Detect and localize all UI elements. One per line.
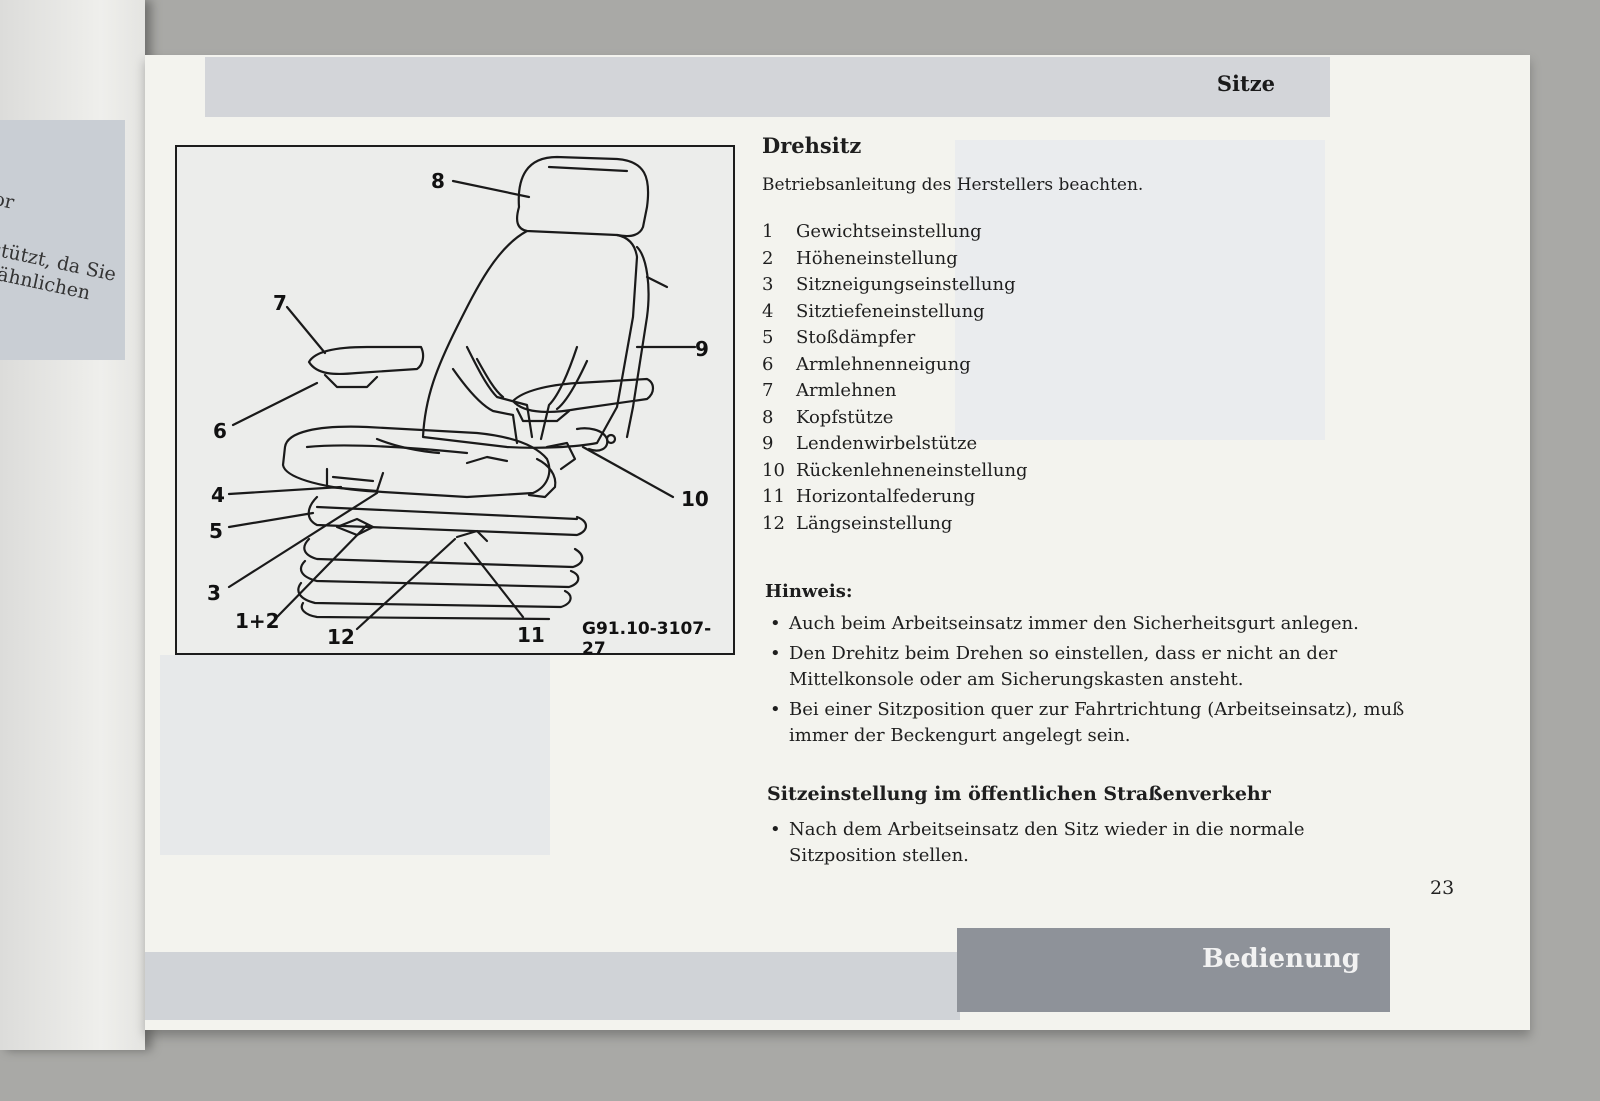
list-item-number: 5 (762, 327, 774, 348)
previous-page-band (0, 120, 125, 360)
list-item: 11 Horizontalfederung (762, 486, 1028, 513)
intro-text: Betriebsanleitung des Herstellers beacht… (762, 175, 1144, 195)
seat-drawing (227, 155, 697, 631)
list-item: 2 Höheneinstellung (762, 248, 1028, 275)
previous-page-edge: or stützt, da Sie lähnlichen (0, 0, 145, 1050)
list-item-label: Sitzneigungseinstellung (796, 274, 1016, 295)
list-item-number: 7 (762, 380, 774, 401)
list-item-number: 10 (762, 459, 785, 481)
callout-10: 10 (681, 487, 709, 511)
list-item-label: Armlehnenneigung (796, 353, 971, 375)
list-item-number: 1 (762, 221, 774, 242)
list-item-label: Horizontalfederung (796, 486, 976, 507)
callout-4: 4 (211, 483, 225, 507)
note-list: Auch beim Arbeitseinsatz immer den Siche… (767, 611, 1417, 753)
show-through-shade (160, 655, 550, 855)
list-item: 12 Längseinstellung (762, 513, 1028, 540)
list-item: 6 Armlehnenneigung (762, 354, 1028, 381)
list-item-label: Armlehnen (796, 380, 897, 401)
sub-note-list: Nach dem Arbeitseinsatz den Sitz wieder … (767, 817, 1417, 869)
component-list: 1 Gewichtseinstellung 2 Höheneinstellung 3… (762, 221, 1028, 539)
page-title: Drehsitz (762, 133, 862, 158)
list-item: 1 Gewichtseinstellung (762, 221, 1028, 248)
callout-1-2: 1+2 (235, 609, 280, 633)
list-item: 8 Kopfstütze (762, 407, 1028, 434)
list-item-label: Sitztiefeneinstellung (796, 300, 985, 322)
list-item-number: 9 (762, 433, 774, 454)
list-item: 10 Rückenlehneneinstellung (762, 460, 1028, 487)
subheading: Sitzeinstellung im öffentlichen Straßenv… (767, 783, 1271, 805)
header-band: Sitze (205, 57, 1330, 117)
list-item-label: Längseinstellung (796, 512, 953, 534)
list-item: 7 Armlehnen (762, 380, 1028, 407)
chapter-tab: Bedienung (957, 928, 1390, 1012)
list-item-number: 2 (762, 247, 774, 269)
seat-illustration: 8 7 9 6 4 10 5 3 1+2 12 11 G91.10-3107-2… (175, 145, 735, 659)
list-item-number: 6 (762, 353, 774, 375)
callout-3: 3 (207, 581, 221, 605)
show-through-shade (955, 140, 1325, 440)
list-item-number: 3 (762, 274, 774, 295)
list-item-label: Kopfstütze (796, 406, 894, 428)
page-number: 23 (1430, 877, 1455, 899)
list-item-label: Höheneinstellung (796, 247, 958, 269)
callout-8: 8 (431, 169, 445, 193)
note-item: Auch beim Arbeitseinsatz immer den Siche… (767, 611, 1417, 637)
manual-page: Sitze (145, 55, 1530, 1030)
list-item-number: 4 (762, 300, 774, 322)
callout-6: 6 (213, 419, 227, 443)
list-item-number: 12 (762, 512, 785, 534)
figure-code: G91.10-3107-27 (582, 619, 712, 659)
list-item-number: 8 (762, 406, 774, 428)
sub-note-item: Nach dem Arbeitseinsatz den Sitz wieder … (767, 817, 1417, 869)
callout-11: 11 (517, 623, 545, 647)
list-item: 5 Stoßdämpfer (762, 327, 1028, 354)
list-item: 4 Sitztiefeneinstellung (762, 301, 1028, 328)
note-heading: Hinweis: (765, 581, 853, 602)
callout-7: 7 (273, 291, 287, 315)
note-item: Den Drehitz beim Drehen so einstellen, d… (767, 641, 1417, 693)
footer-band (145, 952, 960, 1020)
callout-9: 9 (695, 337, 709, 361)
list-item-label: Rückenlehneneinstellung (796, 459, 1028, 481)
list-item: 9 Lendenwirbelstütze (762, 433, 1028, 460)
note-item: Bei einer Sitzposition quer zur Fahrtric… (767, 697, 1417, 749)
list-item-label: Gewichtseinstellung (796, 221, 982, 242)
callout-5: 5 (209, 519, 223, 543)
callout-12: 12 (327, 625, 355, 649)
list-item-number: 11 (762, 486, 785, 507)
list-item-label: Lendenwirbelstütze (796, 433, 978, 454)
section-title: Sitze (1216, 71, 1275, 96)
list-item: 3 Sitzneigungseinstellung (762, 274, 1028, 301)
list-item-label: Stoßdämpfer (796, 327, 916, 348)
chapter-label: Bedienung (1201, 944, 1360, 974)
